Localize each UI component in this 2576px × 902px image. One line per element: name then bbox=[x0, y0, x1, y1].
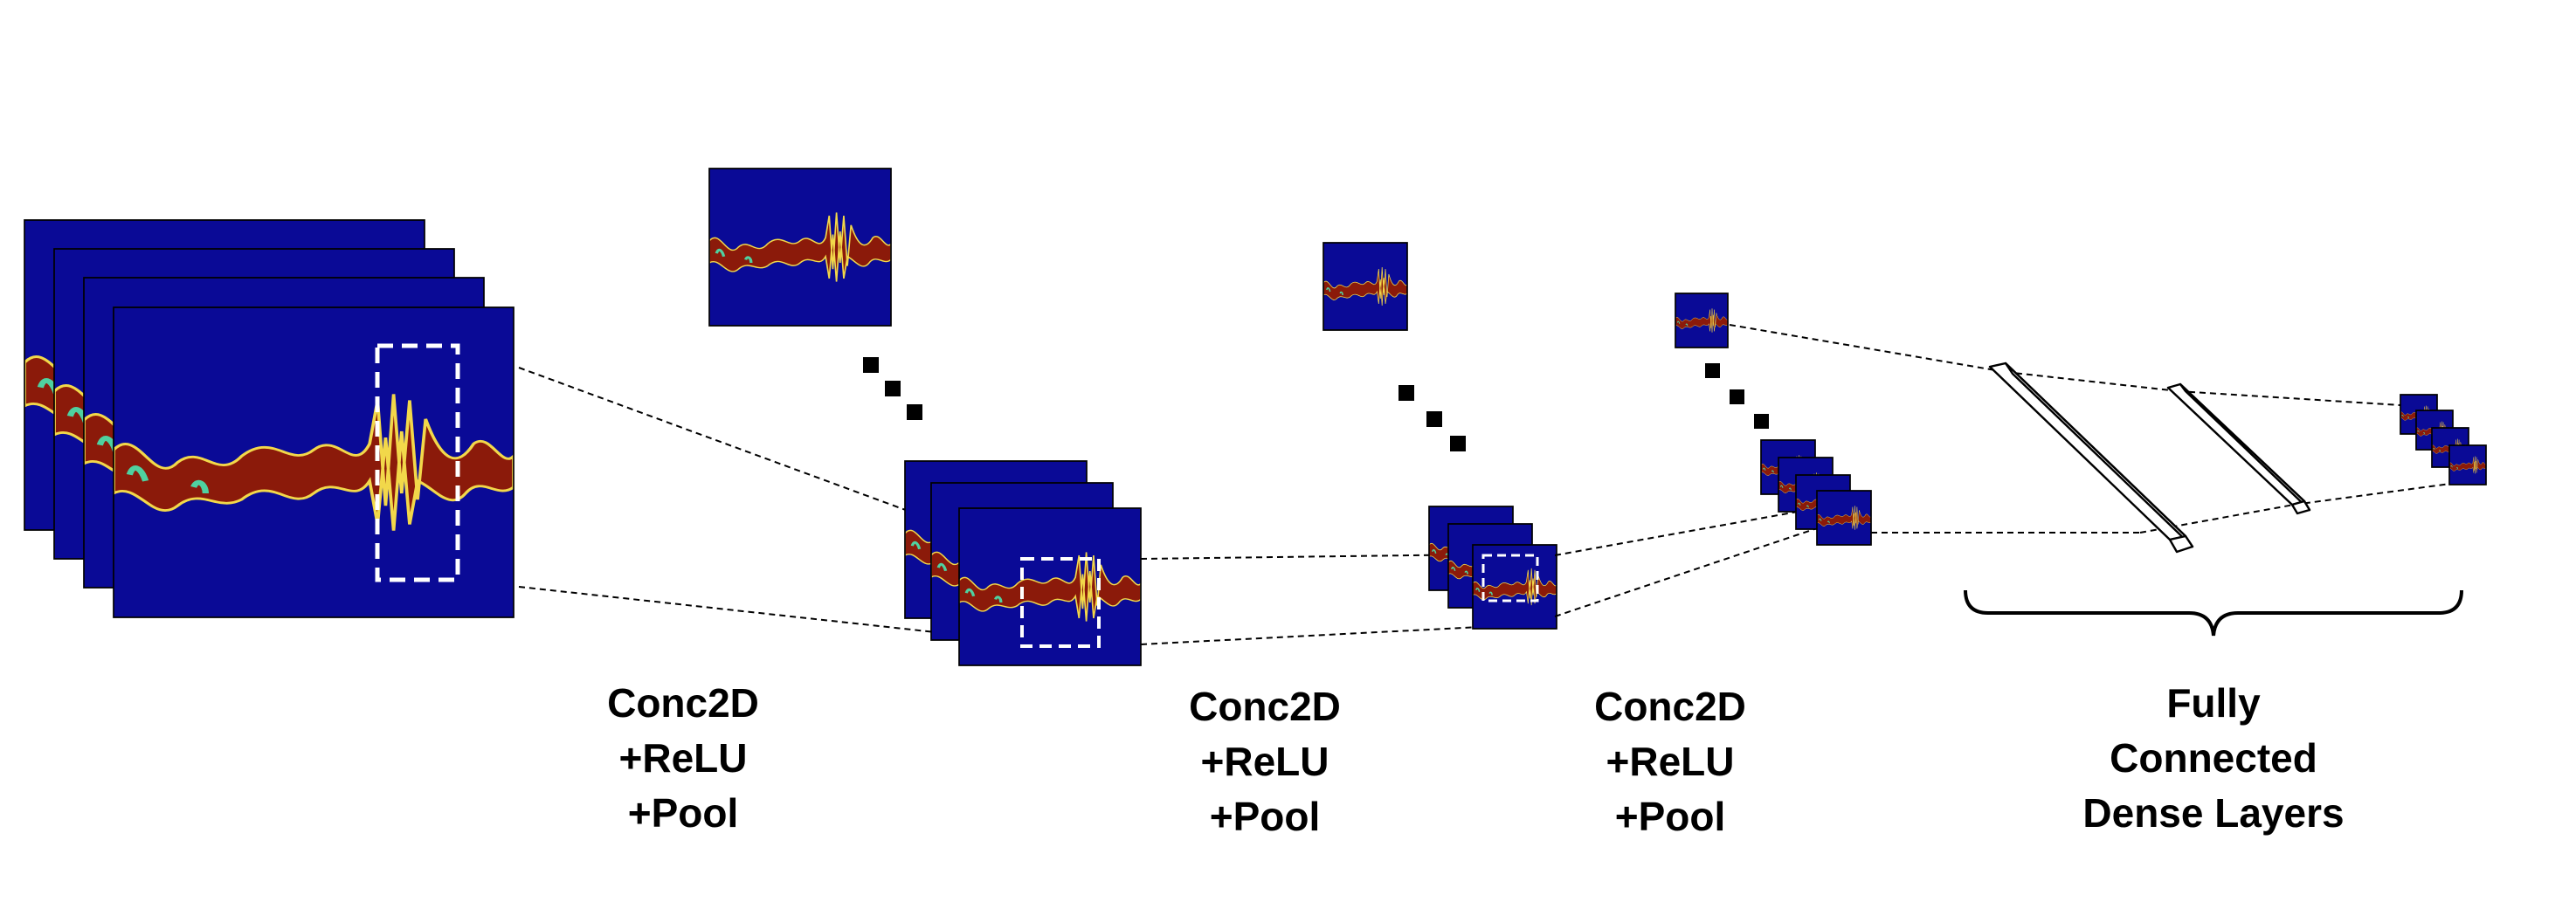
conv3-feature-maps bbox=[1675, 293, 1871, 545]
conv3-map-front bbox=[1817, 491, 1871, 545]
label-line: +ReLU bbox=[1606, 739, 1735, 784]
label-line: Dense Layers bbox=[2082, 790, 2345, 836]
label-line: +ReLU bbox=[1200, 739, 1329, 784]
input-feature-map-stack bbox=[24, 220, 514, 617]
label-line: +Pool bbox=[627, 790, 739, 836]
dense-layer-2 bbox=[2166, 382, 2311, 515]
conv-block-1-label: Conc2D +ReLU +Pool bbox=[535, 676, 832, 841]
conv1-map-front bbox=[959, 508, 1141, 665]
label-line: Conc2D bbox=[607, 680, 759, 726]
label-line: Conc2D bbox=[1189, 684, 1341, 729]
conv2-feature-maps bbox=[1323, 243, 1557, 629]
conv3-map-top bbox=[1675, 293, 1728, 348]
conv1-feature-maps bbox=[709, 169, 1141, 665]
ellipsis-dots-1 bbox=[863, 357, 922, 420]
conv2-map-top bbox=[1323, 243, 1407, 330]
connector-lines-3 bbox=[1554, 507, 1818, 617]
dense-block-label: Fully Connected Dense Layers bbox=[2065, 676, 2362, 841]
connector-lines-2 bbox=[1140, 554, 1481, 645]
label-line: Fully bbox=[2166, 680, 2261, 726]
label-line: +Pool bbox=[1209, 794, 1321, 839]
dense-layers-brace bbox=[1964, 589, 2463, 637]
conv-block-2-label: Conc2D +ReLU +Pool bbox=[1116, 679, 1413, 844]
label-line: +Pool bbox=[1614, 794, 1726, 839]
receptive-field-box bbox=[1481, 554, 1539, 602]
ellipsis-dots-2 bbox=[1398, 385, 1466, 451]
label-line: Connected bbox=[2110, 735, 2317, 781]
label-line: +ReLU bbox=[618, 735, 748, 781]
output-feature-maps bbox=[2400, 395, 2486, 485]
label-line: Conc2D bbox=[1594, 684, 1746, 729]
receptive-field-box bbox=[375, 343, 460, 582]
output-map-front bbox=[2449, 445, 2486, 485]
conv2-map-front bbox=[1473, 545, 1557, 629]
conv1-map-top bbox=[709, 169, 891, 326]
connector-lines-1 bbox=[518, 367, 944, 634]
conv-block-3-label: Conc2D +ReLU +Pool bbox=[1522, 679, 1819, 844]
receptive-field-box bbox=[1020, 557, 1101, 648]
ellipsis-dots-3 bbox=[1705, 363, 1769, 429]
input-map-front bbox=[114, 307, 514, 617]
dense-layer-1 bbox=[1988, 361, 2194, 554]
